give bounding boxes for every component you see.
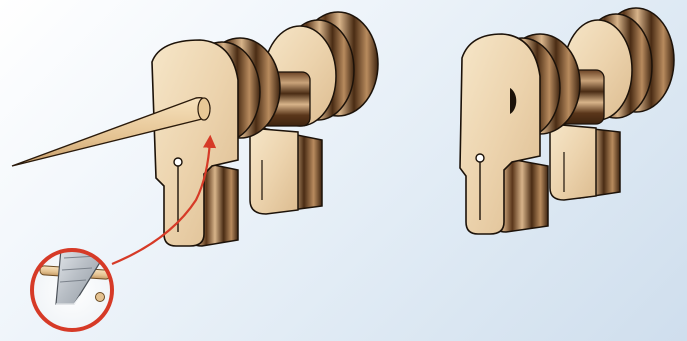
left-rear-tab	[250, 128, 322, 214]
right-rear-tab	[550, 124, 620, 200]
right-assembly	[460, 8, 674, 234]
left-assembly	[12, 12, 378, 264]
blade-cut-callout-icon	[32, 236, 112, 330]
